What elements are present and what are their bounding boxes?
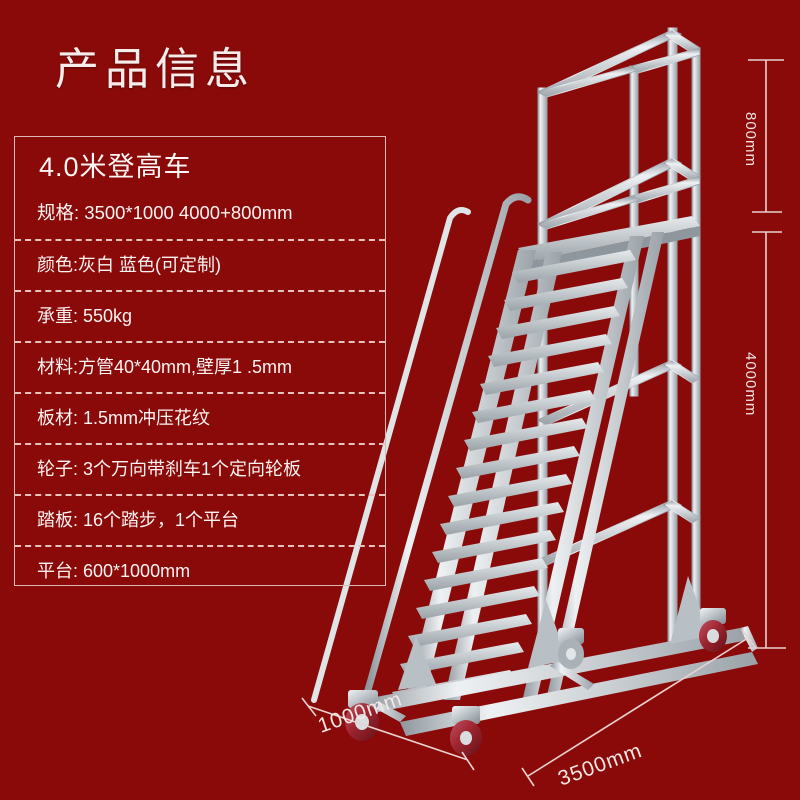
spec-row: 踏板: 16个踏步，1个平台 (15, 493, 385, 545)
spec-row: 规格: 3500*1000 4000+800mm (15, 189, 385, 239)
spec-row-text: 颜色:灰白 蓝色(可定制) (37, 254, 221, 275)
handrail (311, 193, 532, 703)
stair-treads (392, 250, 636, 703)
spec-row: 轮子: 3个万向带刹车1个定向轮板 (15, 442, 385, 494)
spec-row: 承重: 550kg (15, 289, 385, 341)
spec-panel: 4.0米登高车 规格: 3500*1000 4000+800mm 颜色:灰白 蓝… (14, 136, 386, 586)
spec-rows: 规格: 3500*1000 4000+800mm 颜色:灰白 蓝色(可定制) 承… (15, 189, 385, 596)
caster-wheel-rear-left (558, 628, 584, 669)
dimension-label-guardrail-height: 800mm (742, 112, 759, 168)
spec-row-text: 规格: 3500*1000 4000+800mm (37, 202, 293, 223)
spec-row: 颜色:灰白 蓝色(可定制) (15, 238, 385, 290)
spec-row-text: 平台: 600*1000mm (37, 560, 191, 581)
spec-row: 板材: 1.5mm冲压花纹 (15, 391, 385, 443)
caster-wheel-front-right (450, 706, 482, 756)
caster-wheel-rear-right (699, 608, 727, 652)
spec-row-text: 承重: 550kg (37, 305, 133, 326)
spec-row: 材料:方管40*40mm,壁厚1 .5mm (15, 340, 385, 392)
dimension-label-platform-height: 4000mm (742, 352, 759, 417)
spec-row-text: 轮子: 3个万向带刹车1个定向轮板 (37, 458, 302, 479)
spec-row-text: 踏板: 16个踏步，1个平台 (37, 509, 240, 530)
spec-panel-heading: 4.0米登高车 (39, 152, 192, 182)
spec-row-text: 板材: 1.5mm冲压花纹 (37, 407, 211, 428)
page-title: 产品信息 (55, 45, 255, 94)
spec-row: 平台: 600*1000mm (15, 544, 385, 596)
spec-row-text: 材料:方管40*40mm,壁厚1 .5mm (37, 356, 293, 377)
